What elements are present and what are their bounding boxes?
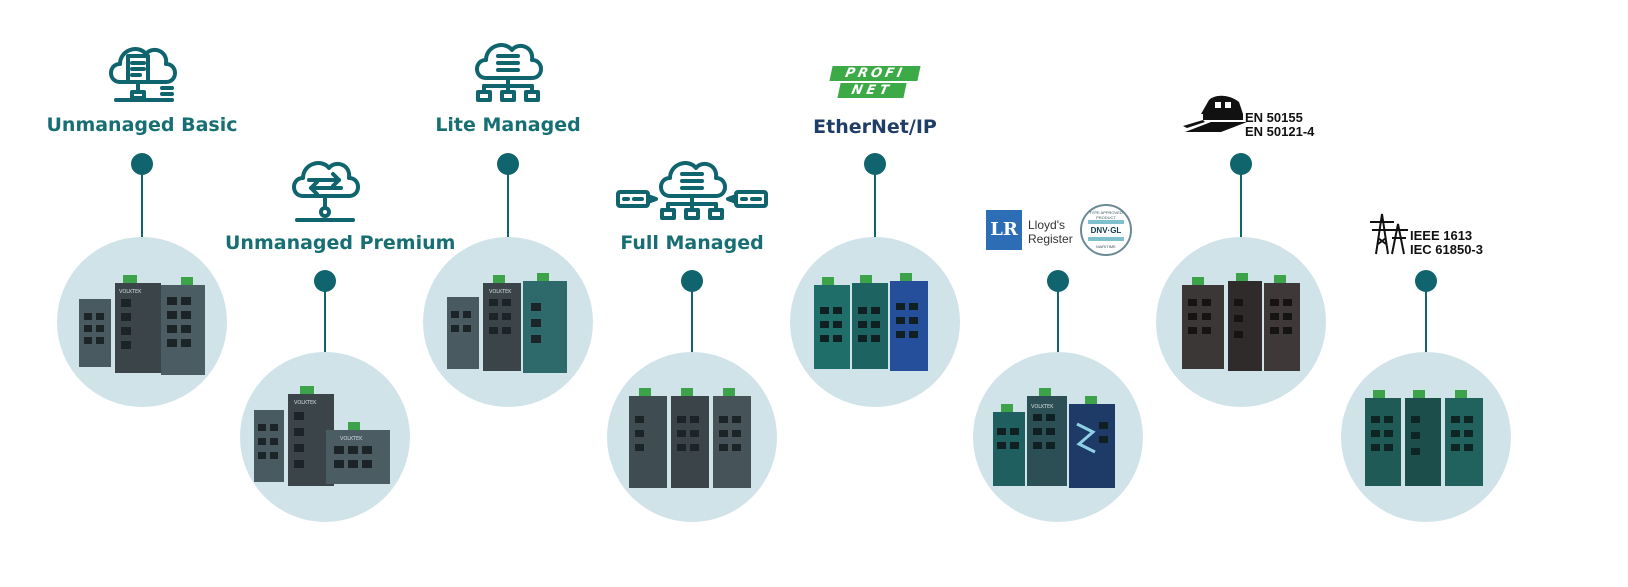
timeline-stem	[691, 290, 693, 360]
tier-unmanaged-basic: Unmanaged Basic	[42, 0, 242, 587]
power-standard-2: IEC 61850-3	[1410, 242, 1483, 257]
timeline-node	[1047, 270, 1069, 292]
timeline-stem	[1425, 290, 1427, 360]
product-photo: VOLKTEK	[973, 352, 1143, 522]
product-photo	[607, 352, 777, 522]
lloyds-line1: Lloyd's	[1028, 218, 1065, 232]
tier-label: Unmanaged Basic	[46, 114, 238, 136]
cloud-arrows-network-icon	[292, 161, 360, 222]
cloud-document-network-icon	[109, 47, 177, 102]
timeline-stem	[141, 174, 143, 242]
product-photo	[790, 237, 960, 407]
svg-text:VOLKTEK: VOLKTEK	[294, 400, 317, 406]
tier-label: Unmanaged Premium	[225, 232, 456, 254]
switch-device: VOLKTEK	[79, 275, 205, 375]
tier-lite-managed: Lite Managed VOLKTEK	[408, 0, 608, 587]
lloyds-line2: Register	[1028, 232, 1073, 246]
lloyds-register-logo: LR Lloyd's Register	[986, 210, 1076, 254]
cloud-server-network-icon	[475, 43, 543, 102]
dnv-name: DNV·GL	[1090, 226, 1122, 235]
product-photo: VOLKTEK	[57, 237, 227, 407]
dnv-bottom: MARITIME	[1096, 244, 1116, 249]
timeline-node	[131, 153, 153, 175]
svg-text:VOLKTEK: VOLKTEK	[489, 289, 512, 295]
product-photo: VOLKTEK VOLKTEK	[240, 352, 410, 522]
tier-maritime: LR Lloyd's Register TYPE APPROVED PRODUC…	[958, 0, 1158, 587]
timeline-node	[497, 153, 519, 175]
lloyds-mark: LR	[986, 210, 1022, 250]
ethernetip-logo: EtherNet/IP	[813, 116, 937, 138]
profinet-logo: PROFI NET	[829, 66, 921, 98]
timeline-node	[681, 270, 703, 292]
tier-label: Lite Managed	[435, 114, 581, 136]
rail-standard-1: EN 50155	[1245, 110, 1303, 125]
brand-logo: VOLKTEK	[119, 289, 142, 295]
power-tower-icon	[1370, 213, 1408, 255]
tier-full-managed: Full Managed	[592, 0, 792, 587]
power-standard-1: IEEE 1613	[1410, 228, 1473, 243]
timeline-stem	[874, 174, 876, 242]
cloud-server-network-wide-icon	[616, 161, 768, 220]
svg-text:VOLKTEK: VOLKTEK	[1031, 404, 1054, 410]
dnv-top: TYPE APPROVED PRODUCT	[1089, 210, 1123, 220]
train-icon	[1183, 95, 1247, 132]
svg-text:VOLKTEK: VOLKTEK	[340, 436, 363, 442]
product-photo: VOLKTEK	[423, 237, 593, 407]
timeline-stem	[1057, 290, 1059, 360]
tier-industrial-protocols: PROFI NET EtherNet/IP	[775, 0, 975, 587]
timeline-stem	[1240, 174, 1242, 242]
rail-standard-2: EN 50121-4	[1245, 124, 1315, 139]
product-photo	[1156, 237, 1326, 407]
tier-label: Full Managed	[620, 232, 764, 254]
dnv-gl-logo: TYPE APPROVED PRODUCT DNV·GL MARITIME	[1080, 204, 1132, 256]
timeline-stem	[507, 174, 509, 242]
timeline-node	[314, 270, 336, 292]
timeline-stem	[324, 290, 326, 360]
tier-unmanaged-premium: Unmanaged Premium VOLKTEK	[225, 0, 456, 587]
profinet-line1: PROFI	[829, 66, 921, 81]
timeline-node	[864, 153, 886, 175]
profinet-line2: NET	[837, 83, 907, 98]
product-photo	[1341, 352, 1511, 522]
timeline-node	[1230, 153, 1252, 175]
tier-railway: EN 50155 EN 50121-4	[1141, 0, 1341, 587]
timeline-node	[1415, 270, 1437, 292]
tier-power-substation: IEEE 1613 IEC 61850-3	[1326, 0, 1526, 587]
